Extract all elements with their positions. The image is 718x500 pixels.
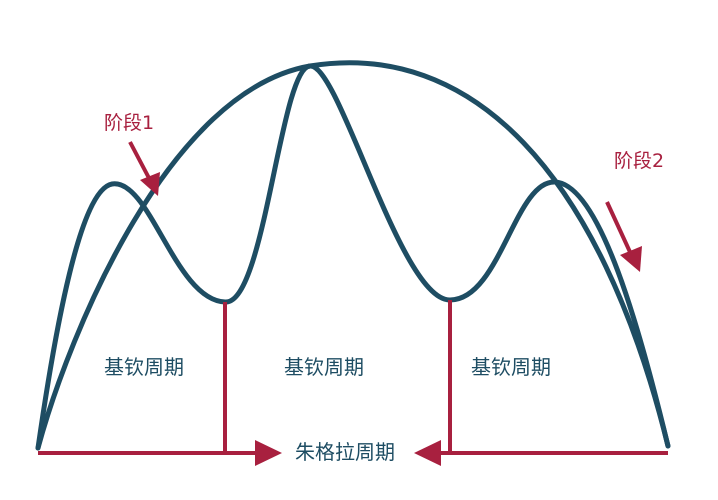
cycle-label-middle: 基钦周期 <box>284 355 364 379</box>
stage2-arrow-head <box>620 246 642 272</box>
stage2-label: 阶段2 <box>614 150 664 172</box>
stage2-arrow-shaft <box>605 201 632 253</box>
stage1-label: 阶段1 <box>104 112 154 134</box>
cycle-label-left: 基钦周期 <box>104 355 184 379</box>
stage1-arrow-shaft <box>128 141 152 181</box>
bottom-arrow-left-head <box>255 440 282 466</box>
stage1-arrow-head <box>140 172 160 196</box>
bottom-arrow-right-head <box>414 440 441 466</box>
short-cycle-curve <box>35 63 671 451</box>
kitchin-cycle-label: 朱格拉周期 <box>295 440 395 464</box>
cycle-label-right: 基钦周期 <box>471 355 551 379</box>
long-cycle-curve <box>35 60 671 451</box>
